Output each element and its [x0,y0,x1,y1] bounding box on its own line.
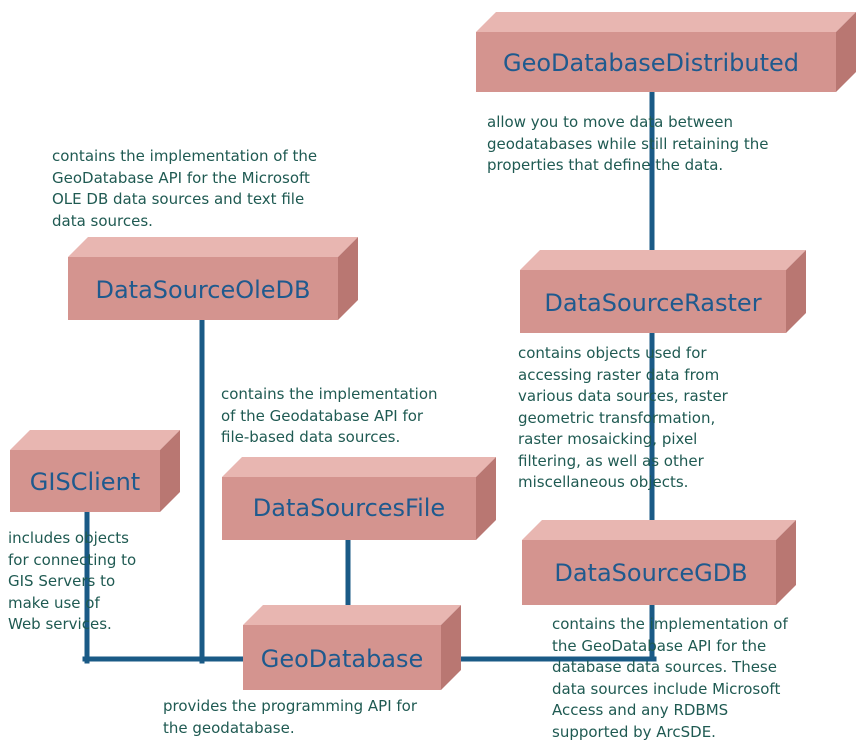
box-label-datasource-oledb: DataSourceOleDB [95,276,310,304]
box-datasource-gdb: DataSourceGDB [522,520,796,605]
description-geodatabase: provides the programming API for the geo… [163,697,418,737]
box-top-face [476,12,856,32]
box-front-face [68,257,338,320]
description-datasource-raster: contains objects used for accessing rast… [518,344,728,491]
box-top-face [522,520,796,540]
box-geodatabase: GeoDatabase [243,605,461,690]
box-front-face [522,540,776,605]
box-front-face [222,477,476,540]
box-side-face [160,430,180,512]
box-datasources-file: DataSourcesFile [222,457,496,540]
box-side-face [476,457,496,540]
box-side-face [338,237,358,320]
box-side-face [786,250,806,333]
box-side-face [441,605,461,690]
connector-lines [82,87,657,664]
box-label-gisclient: GISClient [30,468,140,496]
box-label-datasource-gdb: DataSourceGDB [554,559,747,587]
box-label-geodatabase-distributed: GeoDatabaseDistributed [503,49,799,77]
box-top-face [68,237,358,257]
box-front-face [10,450,160,512]
description-geodatabase-distributed: allow you to move data between geodataba… [487,113,769,174]
box-top-face [10,430,180,450]
box-datasource-oledb: DataSourceOleDB [68,237,358,320]
box-top-face [520,250,806,270]
box-geodatabase-distributed: GeoDatabaseDistributed [476,12,856,92]
box-top-face [243,605,461,625]
box-datasource-raster: DataSourceRaster [520,250,806,333]
box-label-datasource-raster: DataSourceRaster [544,289,761,317]
description-datasources-file: contains the implementation of the Geoda… [221,385,438,446]
box-front-face [520,270,786,333]
description-datasource-oledb: contains the implementation of the GeoDa… [52,147,318,230]
box-gisclient: GISClient [10,430,180,512]
box-side-face [776,520,796,605]
box-label-datasources-file: DataSourcesFile [253,494,445,522]
box-side-face [836,12,856,92]
box-front-face [476,32,836,92]
box-top-face [222,457,496,477]
description-gisclient: includes objects for connecting to GIS S… [8,529,137,633]
box-label-geodatabase: GeoDatabase [261,645,424,673]
box-front-face [243,625,441,690]
description-datasource-gdb: contains the implementation of the GeoDa… [552,615,788,741]
